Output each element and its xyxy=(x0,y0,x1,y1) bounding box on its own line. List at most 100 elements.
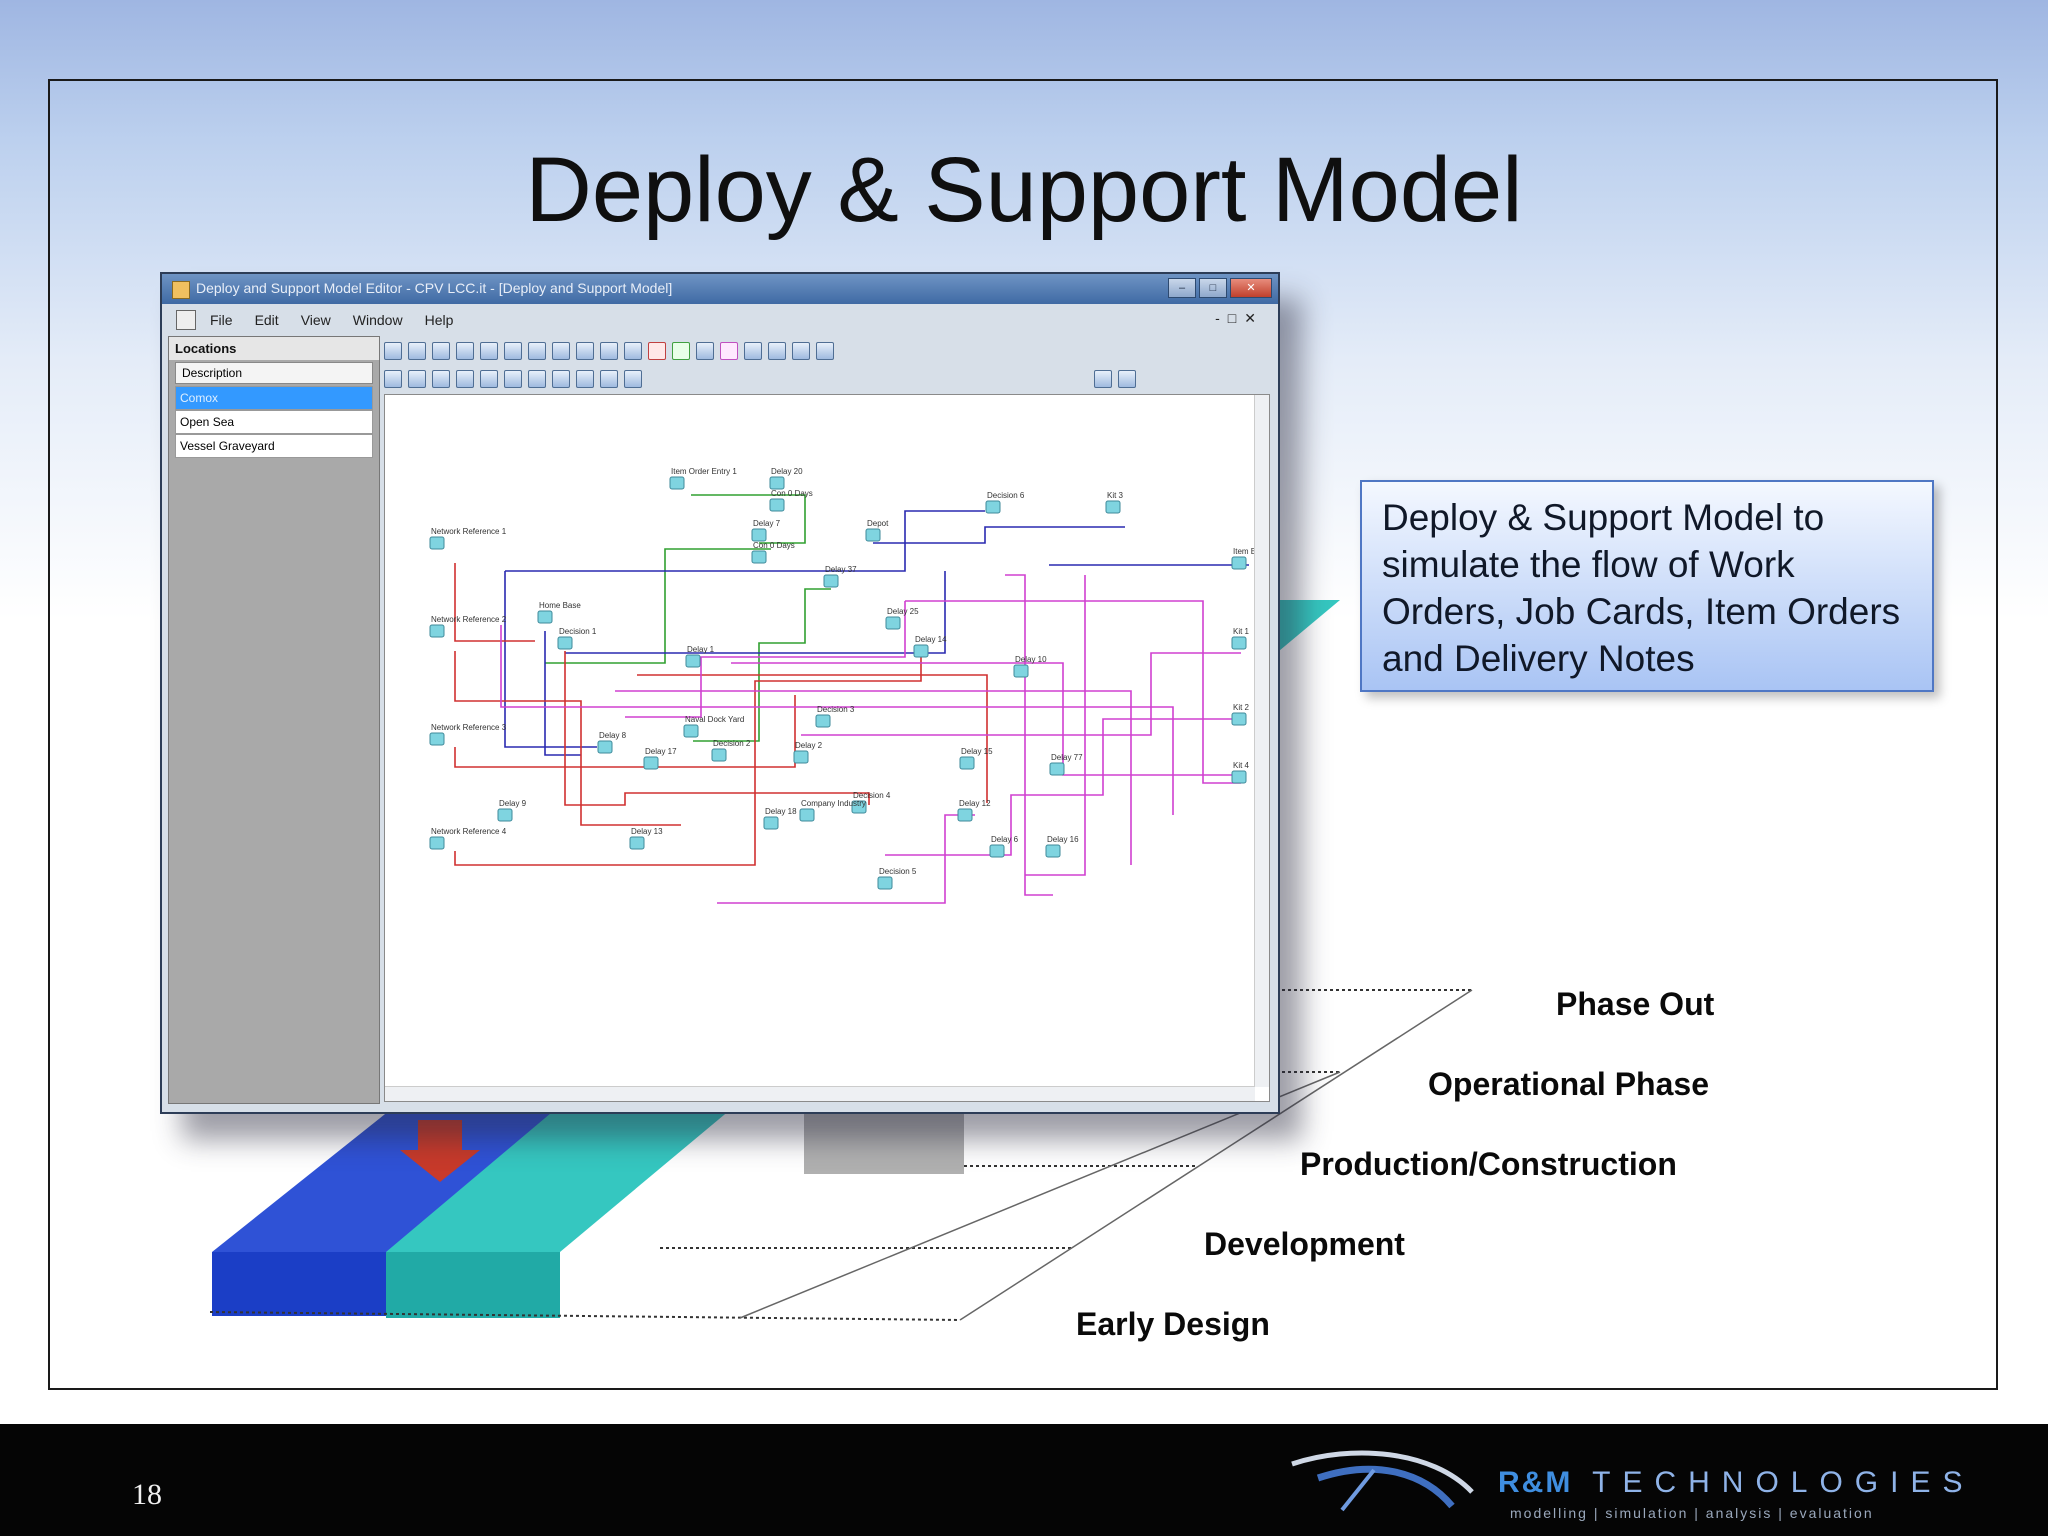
delay-tool-icon[interactable] xyxy=(456,342,474,360)
network-ref-tool-icon[interactable] xyxy=(744,342,762,360)
locations-description-header[interactable]: Description xyxy=(175,362,373,384)
diagram-node[interactable] xyxy=(985,500,1001,514)
diagram-node[interactable] xyxy=(865,528,881,542)
diagram-node[interactable] xyxy=(597,740,613,754)
menu-help[interactable]: Help xyxy=(424,312,454,328)
red-link-tool-icon[interactable] xyxy=(648,342,666,360)
menu-view[interactable]: View xyxy=(300,312,331,328)
grid-icon[interactable] xyxy=(624,370,642,388)
menu-window[interactable]: Window xyxy=(352,312,403,328)
diagram-node[interactable] xyxy=(959,756,975,770)
diagram-node[interactable] xyxy=(669,476,685,490)
diagram-node-label: Network Reference 3 xyxy=(431,723,507,732)
diagram-node[interactable] xyxy=(1231,636,1247,650)
diagram-node[interactable] xyxy=(769,476,785,490)
paste-icon[interactable] xyxy=(480,370,498,388)
blue-link-tool-icon[interactable] xyxy=(696,342,714,360)
diagram-node-label: Con 0 Days xyxy=(771,489,813,498)
menu-edit[interactable]: Edit xyxy=(254,312,279,328)
location-item-comox[interactable]: Comox xyxy=(175,386,373,410)
process-tool-icon[interactable] xyxy=(624,342,642,360)
footer-bar xyxy=(0,1424,2048,1536)
split-view-icon[interactable] xyxy=(1094,370,1112,388)
diagram-node[interactable] xyxy=(1049,762,1065,776)
window-view-icon[interactable] xyxy=(1118,370,1136,388)
entry-tool-icon[interactable] xyxy=(504,342,522,360)
diagram-node[interactable] xyxy=(685,654,701,668)
logo-swoosh-icon xyxy=(1291,1450,1474,1512)
zoom-in-icon[interactable] xyxy=(576,370,594,388)
diagram-node[interactable] xyxy=(989,844,1005,858)
document-icon[interactable] xyxy=(176,310,196,330)
diagram-node[interactable] xyxy=(537,610,553,624)
delete-icon[interactable] xyxy=(504,370,522,388)
minimize-icon[interactable]: – xyxy=(1168,278,1196,298)
diagram-node[interactable] xyxy=(643,756,659,770)
copy-icon[interactable] xyxy=(456,370,474,388)
queue-tool-icon[interactable] xyxy=(600,342,618,360)
diagram-node-label: Kit 2 xyxy=(1233,703,1250,712)
diagram-node[interactable] xyxy=(957,808,973,822)
diagram-node[interactable] xyxy=(683,724,699,738)
store-tool-icon[interactable] xyxy=(576,342,594,360)
message-tool-icon[interactable] xyxy=(816,342,834,360)
diagram-node[interactable] xyxy=(823,574,839,588)
diagram-node[interactable] xyxy=(1013,664,1029,678)
close-icon[interactable]: ✕ xyxy=(1230,278,1272,298)
zoom-out-icon[interactable] xyxy=(600,370,618,388)
grid-tool-icon[interactable] xyxy=(768,342,786,360)
kit-tool-icon[interactable] xyxy=(480,342,498,360)
menu-file[interactable]: File xyxy=(210,312,233,328)
diagram-node[interactable] xyxy=(1231,712,1247,726)
properties-icon[interactable] xyxy=(552,370,570,388)
diagram-node[interactable] xyxy=(851,800,867,814)
green-link-tool-icon[interactable] xyxy=(672,342,690,360)
diagram-node[interactable] xyxy=(429,624,445,638)
diagram-node[interactable] xyxy=(1045,844,1061,858)
diagram-node[interactable] xyxy=(629,836,645,850)
magenta-link-tool-icon[interactable] xyxy=(720,342,738,360)
diagram-node-label: Company Industry xyxy=(801,799,866,808)
diagram-node[interactable] xyxy=(429,536,445,550)
diagram-node[interactable] xyxy=(763,816,779,830)
pointer-tool-icon[interactable] xyxy=(384,342,402,360)
location-item-open-sea[interactable]: Open Sea xyxy=(175,410,373,434)
maximize-icon[interactable]: □ xyxy=(1199,278,1227,298)
connector-line xyxy=(1025,575,1086,876)
diagram-node[interactable] xyxy=(885,616,901,630)
vertical-scrollbar[interactable] xyxy=(1254,395,1269,1087)
diagram-node[interactable] xyxy=(877,876,893,890)
print-icon[interactable] xyxy=(384,370,402,388)
diagram-node[interactable] xyxy=(913,644,929,658)
exit-tool-icon[interactable] xyxy=(528,342,546,360)
diagram-node[interactable] xyxy=(793,750,809,764)
diagram-node-label: Naval Dock Yard xyxy=(685,715,744,724)
location-item-vessel-graveyard[interactable]: Vessel Graveyard xyxy=(175,434,373,458)
diagram-node[interactable] xyxy=(711,748,727,762)
diagram-node[interactable] xyxy=(751,528,767,542)
find-icon[interactable] xyxy=(528,370,546,388)
diagram-node[interactable] xyxy=(429,732,445,746)
diagram-node[interactable] xyxy=(769,498,785,512)
decision-tool-icon[interactable] xyxy=(552,342,570,360)
layout-tool-icon[interactable] xyxy=(792,342,810,360)
red-arrow xyxy=(400,1120,480,1182)
print-preview-icon[interactable] xyxy=(408,370,426,388)
diagram-node[interactable] xyxy=(557,636,573,650)
cut-icon[interactable] xyxy=(432,370,450,388)
diagram-node[interactable] xyxy=(1231,770,1247,784)
horizontal-scrollbar[interactable] xyxy=(385,1086,1255,1101)
node-tool-icon[interactable] xyxy=(432,342,450,360)
diagram-node[interactable] xyxy=(429,836,445,850)
diagram-node[interactable] xyxy=(799,808,815,822)
connector-line xyxy=(693,588,831,742)
diagram-node[interactable] xyxy=(1105,500,1121,514)
diagram-node[interactable] xyxy=(497,808,513,822)
hand-tool-icon[interactable] xyxy=(408,342,426,360)
diagram-node[interactable] xyxy=(815,714,831,728)
toolbar-standard xyxy=(384,366,1136,392)
diagram-node[interactable] xyxy=(1231,556,1247,570)
mdi-controls[interactable]: -□✕ xyxy=(1215,310,1264,326)
diagram-node[interactable] xyxy=(751,550,767,564)
